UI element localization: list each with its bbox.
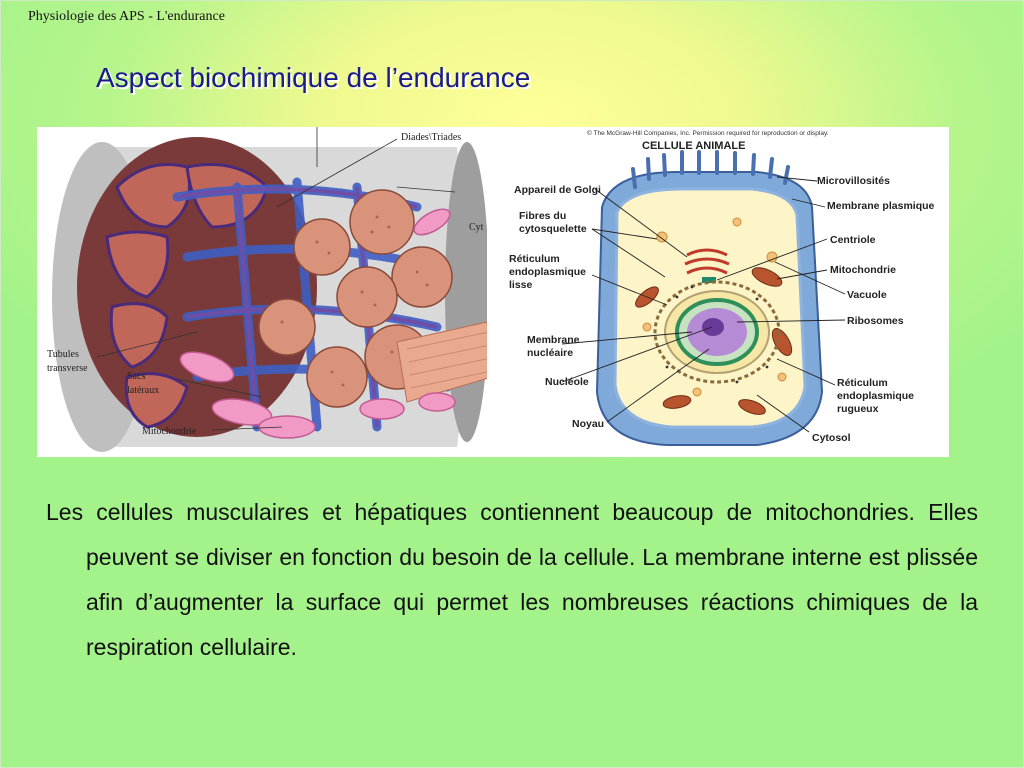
label-fibres-line2: cytosquelette xyxy=(519,223,587,235)
label-reticulum-lisse: Réticulum endoplasmique lisse xyxy=(509,253,589,291)
label-rel-line3: lisse xyxy=(509,279,533,291)
label-ribosomes: Ribosomes xyxy=(847,315,904,327)
label-vacuole: Vacuole xyxy=(847,289,887,301)
label-rel-line2: endoplasmique xyxy=(509,266,586,278)
label-rer-line2: endoplasmique xyxy=(837,390,914,402)
label-diades-triades: Diades\Triades xyxy=(401,132,461,143)
label-rer-line3: rugueux xyxy=(837,403,879,415)
figure-svg: Diades\Triades Cyt Tubules transverse Sa… xyxy=(47,127,949,457)
label-membrane-nucleaire: Membrane nucléaire xyxy=(527,334,582,359)
label-sacs-line1: Sacs xyxy=(127,371,145,382)
figure-panel: Diades\Triades Cyt Tubules transverse Sa… xyxy=(37,127,949,457)
label-nucleole: Nucléole xyxy=(545,376,589,388)
label-sacs-lateraux: Sacs latéraux xyxy=(127,371,159,396)
copyright-notice: © The McGraw-Hill Companies, Inc. Permis… xyxy=(587,129,829,137)
label-membrane-plasmique: Membrane plasmique xyxy=(827,200,935,212)
label-tubules-line2: transverse xyxy=(47,363,88,374)
label-tubules-line1: Tubules xyxy=(47,349,79,360)
label-tubules-transverse: Tubules transverse xyxy=(47,349,88,374)
label-microvillosites: Microvillosités xyxy=(817,175,890,187)
label-fibres-line1: Fibres du xyxy=(519,210,566,222)
cell-title: CELLULE ANIMALE xyxy=(642,140,745,152)
label-sacs-line2: latéraux xyxy=(127,385,159,396)
label-rel-line1: Réticulum xyxy=(509,253,560,265)
label-golgi: Appareil de Golgi xyxy=(514,184,601,196)
label-noyau: Noyau xyxy=(572,418,604,430)
body-paragraph: Les cellules musculaires et hépatiques c… xyxy=(46,499,978,660)
label-reticulum-rugueux: Réticulum endoplasmique rugueux xyxy=(837,377,917,415)
label-cytosol: Cytosol xyxy=(812,432,851,444)
animal-cell-illustration: © The McGraw-Hill Companies, Inc. Permis… xyxy=(487,127,949,457)
header-label: Physiologie des APS - L'endurance xyxy=(28,9,225,24)
label-mitochondrie-muscle: Mitochondrie xyxy=(142,426,197,437)
label-mn-line1: Membrane xyxy=(527,334,580,346)
label-mitochondrie-cell: Mitochondrie xyxy=(830,264,896,276)
label-centriole: Centriole xyxy=(830,234,876,246)
label-cyt: Cyt xyxy=(469,222,484,233)
label-mn-line2: nucléaire xyxy=(527,347,573,359)
label-rer-line1: Réticulum xyxy=(837,377,888,389)
muscle-fiber-illustration: Diades\Triades Cyt Tubules transverse Sa… xyxy=(47,127,493,452)
label-fibres-cytosquelette: Fibres du cytosquelette xyxy=(519,210,587,235)
slide-title: Aspect biochimique de l’endurance xyxy=(96,62,531,93)
